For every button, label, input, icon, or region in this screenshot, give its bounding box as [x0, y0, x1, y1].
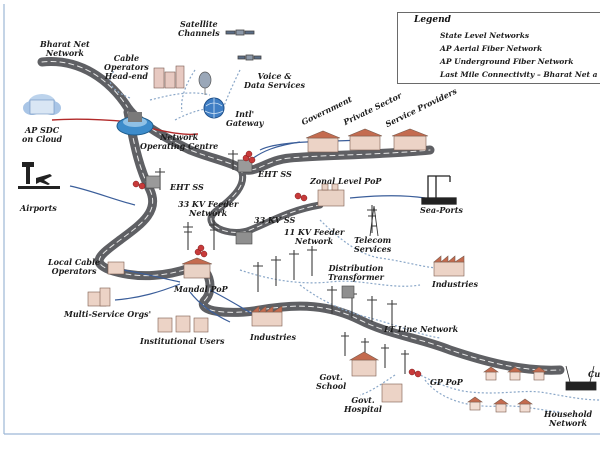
- kv-substation-icon: [235, 231, 253, 245]
- telecom-tower-icon: [369, 205, 379, 237]
- eht-ss-substation-icon: [145, 159, 253, 189]
- label-govt-school: Govt. School: [316, 372, 347, 391]
- household-house-icon: [467, 366, 547, 413]
- zonal-pop-building-icon: [317, 183, 345, 207]
- label-eht-ss-1: EHT SS: [258, 169, 292, 179]
- label-mandal-pop: Mandal PoP: [174, 284, 228, 294]
- sea-port-crane-icon: [421, 175, 457, 205]
- airport-icon: [18, 162, 60, 189]
- service-provider-building-icon: [391, 128, 429, 151]
- globe-icon: [203, 97, 225, 119]
- label-11kv-feeder: 11 KV Feeder Network: [284, 227, 345, 246]
- label-noc: Network Operating Centre: [140, 132, 219, 151]
- label-cu-partial: Cu: [588, 369, 600, 379]
- legend-item-last-mile: Last Mile Connectivity – Bharat Net a: [440, 70, 598, 79]
- label-institutional-users: Institutional Users: [140, 336, 225, 346]
- label-bharat-net: Bharat Net Network: [40, 39, 90, 58]
- label-ap-sdc: AP SDC on Cloud: [22, 125, 63, 144]
- underground-fiber-road: [37, 57, 565, 375]
- mandal-pop-building-icon: [181, 257, 213, 279]
- private-sector-building-icon: [347, 128, 383, 151]
- local-cable-building-icon: [107, 261, 125, 275]
- label-voice-data: Voice & Data Services: [244, 71, 306, 90]
- satellite-dish-icon: [198, 71, 212, 95]
- label-33kv-feeder: 33 KV Feeder Network: [178, 199, 239, 218]
- label-household-network: Household Network: [544, 409, 593, 428]
- institutional-building-icon: [157, 315, 209, 333]
- label-eht-ss-2: EHT SS: [170, 182, 204, 192]
- label-intl-gateway: Intl' Gateway: [226, 109, 264, 128]
- label-distribution-transformer: Distribution Transformer: [328, 263, 384, 282]
- router-device-icon: [565, 365, 597, 391]
- noc-hub-icon: [116, 112, 154, 136]
- label-lt-line: LT Line Network: [384, 324, 459, 334]
- legend-item-underground: AP Underground Fiber Network: [440, 57, 574, 66]
- label-multi-service: Multi-Service Orgs': [64, 309, 152, 319]
- legend-title: Legend: [414, 15, 451, 25]
- cloud-icon: [23, 94, 61, 115]
- label-industries-1: Industries: [432, 279, 479, 289]
- label-gp-pop: GP PoP: [430, 377, 463, 387]
- cable-headend-building-icon: [153, 65, 185, 89]
- label-zonal-pop: Zonal Level PoP: [310, 176, 382, 186]
- router-cluster-icon: [132, 150, 422, 378]
- label-cable-headend: Cable Operators Head-end: [104, 53, 149, 81]
- hospital-building-icon: [381, 383, 403, 403]
- school-building-icon: [348, 351, 380, 377]
- government-building-icon: [305, 130, 341, 153]
- multi-service-building-icon: [87, 287, 111, 307]
- label-telecom-services: Telecom Services: [354, 235, 392, 254]
- label-satellite-channels: Satellite Channels: [178, 19, 220, 38]
- transformer-icon: [341, 285, 355, 299]
- legend-item-state-level: State Level Networks: [440, 31, 530, 40]
- last-mile-lines: [109, 69, 600, 413]
- label-industries-2: Industries: [250, 332, 297, 342]
- label-sea-ports: Sea-Ports: [420, 205, 463, 215]
- legend-item-aerial: AP Aerial Fiber Network: [440, 44, 543, 53]
- label-airports: Airports: [20, 203, 57, 213]
- label-local-cable: Local Cable Operators: [48, 257, 101, 276]
- label-33kv-ss: 33 KV SS: [254, 215, 296, 225]
- label-govt-hospital: Govt. Hospital: [344, 395, 382, 414]
- legend: Legend State Level Networks AP Aerial Fi…: [397, 12, 600, 84]
- industry-building-icon: [251, 255, 465, 327]
- satellite-icon: [225, 29, 262, 61]
